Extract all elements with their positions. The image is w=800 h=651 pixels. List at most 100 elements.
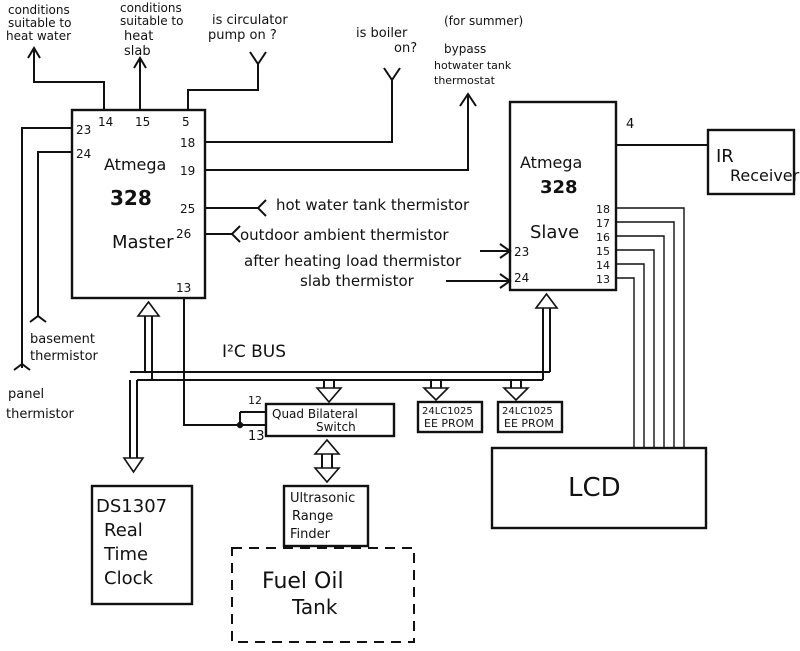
bypass-line-3: hotwater tank [434, 59, 512, 72]
ir-receiver: IR Receiver [706, 128, 800, 196]
fuel-tank-line-2: Tank [291, 595, 338, 619]
lcd-box [490, 446, 708, 530]
switch-control-wires [183, 298, 266, 429]
slave-pin-23: 23 [514, 245, 529, 259]
master-mcu: 23 24 14 15 5 18 19 25 26 13 Atmega 328 … [70, 108, 207, 300]
rtc-ds1307: DS1307 Real Time Clock [90, 484, 194, 606]
master-thermistor-wires [205, 199, 267, 243]
heat-water-line-2: suitable to [8, 16, 71, 30]
slab-thermistor-label: slab thermistor [300, 272, 415, 290]
heat-slab-label: conditions suitable to heat slab [120, 1, 183, 59]
eeprom-1-box [416, 400, 484, 434]
ir-receiver-box [706, 128, 796, 196]
bypass-line-2: bypass [444, 42, 486, 56]
heat-slab-line-4: slab [124, 44, 151, 59]
lcd-label: LCD [568, 473, 621, 503]
master-pin-23: 23 [76, 123, 91, 137]
panel-thermistor-label: panel thermistor [6, 387, 75, 422]
heat-slab-line-3: heat [124, 29, 153, 44]
slave-pin-4: 4 [626, 117, 634, 132]
panel-line-1: panel [8, 387, 44, 402]
slave-pin-17: 17 [596, 217, 610, 230]
rtc-line-3: Time [103, 544, 148, 565]
circulator-line-2: pump on ? [208, 28, 277, 43]
master-pin-26: 26 [176, 227, 191, 241]
switch-ultrasonic-link [313, 438, 341, 484]
circulator-line-1: is circulator [212, 13, 288, 28]
quad-switch-line-1: Quad Bilateral [272, 407, 358, 421]
ultrasonic-box [282, 484, 370, 548]
master-pin-13: 13 [176, 281, 191, 295]
master-pin-5: 5 [182, 115, 190, 129]
slave-pin-24: 24 [514, 271, 529, 285]
rtc-box [90, 484, 194, 606]
eeprom-2-line-2: EE PROM [504, 417, 554, 430]
boiler-line-2: on? [394, 41, 417, 56]
quad-switch-box [264, 402, 396, 438]
eeprom-2-line-1: 24LC1025 [502, 406, 553, 417]
master-pin-18: 18 [180, 136, 195, 150]
eeprom-1: 24LC1025 EE PROM [416, 400, 484, 434]
master-pin-25: 25 [180, 202, 195, 216]
slave-name-3: Slave [530, 222, 579, 243]
basement-thermistor-label: basement thermistor [30, 332, 99, 364]
quad-switch-line-2: Switch [316, 420, 356, 434]
rtc-line-2: Real [104, 520, 143, 541]
fuel-tank-box [231, 547, 415, 643]
master-name-2: 328 [110, 186, 152, 210]
slave-pin-13: 13 [596, 273, 610, 286]
master-pin-24: 24 [76, 147, 91, 161]
switch-pin-12: 12 [248, 394, 262, 407]
ir-label-1: IR [716, 146, 734, 167]
ultrasonic-line-3: Finder [290, 527, 331, 542]
master-name-1: Atmega [104, 155, 166, 174]
slave-pin-18: 18 [596, 203, 610, 216]
master-pin-19: 19 [180, 164, 195, 178]
bypass-line-4: thermostat [434, 74, 496, 87]
bypass-label: (for summer) bypass hotwater tank thermo… [434, 14, 523, 87]
fuel-oil-tank: Fuel Oil Tank [231, 547, 415, 643]
eeprom-2-box [496, 400, 564, 434]
bypass-line-1: (for summer) [444, 14, 523, 28]
ir-label-2: Receiver [730, 166, 800, 185]
slave-pin-14: 14 [596, 259, 610, 272]
after-heating-thermistor-label: after heating load thermistor [244, 252, 462, 270]
slave-pin-15: 15 [596, 245, 610, 258]
basement-line-2: thermistor [30, 349, 99, 364]
slave-box [508, 100, 618, 292]
rtc-line-1: DS1307 [96, 496, 167, 517]
master-box [70, 108, 207, 300]
heat-water-line-1: conditions [8, 3, 70, 17]
slave-name-1: Atmega [520, 153, 582, 172]
heat-water-line-3: heat water [6, 29, 71, 43]
heat-water-label: conditions suitable to heat water [6, 3, 71, 43]
lcd-bus-wires [616, 207, 685, 448]
slave-name-2: 328 [540, 177, 578, 198]
boiler-label: is boiler on? [356, 26, 417, 56]
master-input-wires [13, 127, 72, 371]
outdoor-thermistor-label: outdoor ambient thermistor [240, 226, 449, 244]
circulator-label: is circulator pump on ? [208, 13, 288, 43]
fuel-tank-line-1: Fuel Oil [262, 569, 344, 594]
master-output-wires [27, 46, 477, 171]
hot-water-thermistor-label: hot water tank thermistor [276, 196, 470, 214]
boiler-line-1: is boiler [356, 26, 408, 41]
heat-slab-line-1: conditions [120, 1, 182, 15]
master-name-3: Master [112, 232, 174, 253]
eeprom-1-line-2: EE PROM [424, 417, 474, 430]
master-pin-14: 14 [98, 115, 113, 129]
eeprom-2: 24LC1025 EE PROM [496, 400, 564, 434]
ultrasonic-range-finder: Ultrasonic Range Finder [282, 484, 370, 548]
slave-pin-16: 16 [596, 231, 610, 244]
rtc-line-4: Clock [104, 568, 153, 589]
switch-pin-13: 13 [248, 429, 265, 444]
basement-line-1: basement [30, 332, 95, 347]
slave-mcu: Atmega 328 Slave 23 24 18 17 16 15 14 13 [508, 100, 618, 292]
i2c-bus [122, 292, 559, 474]
panel-line-2: thermistor [6, 407, 75, 422]
master-pin-15: 15 [135, 115, 150, 129]
eeprom-1-line-1: 24LC1025 [422, 406, 473, 417]
ultrasonic-line-2: Range [292, 509, 333, 524]
heat-slab-line-2: suitable to [120, 14, 183, 28]
